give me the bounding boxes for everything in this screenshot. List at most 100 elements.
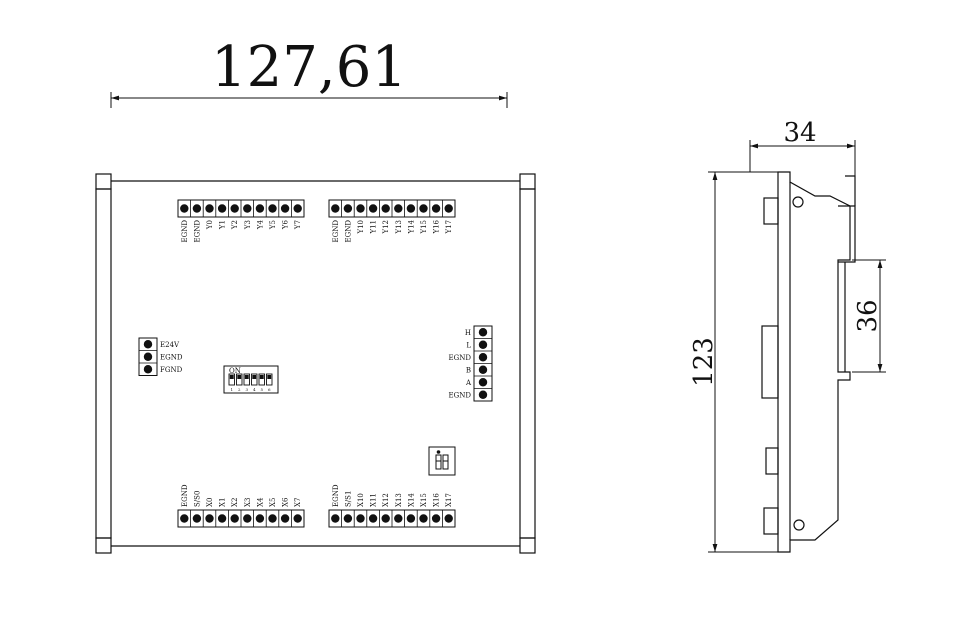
terminal-label: X1 [219, 498, 227, 507]
terminal-label: X0 [206, 498, 214, 507]
dip-switch-on-label: ON [229, 367, 241, 375]
dip-switch-lever [267, 375, 272, 379]
terminal-label: Y7 [294, 220, 302, 230]
terminal-label: EGND [344, 220, 352, 243]
dip-switch-number: 1 [230, 387, 233, 392]
dip-switch-slot [266, 373, 273, 386]
terminal-label: Y12 [382, 220, 390, 235]
terminal-screw [394, 514, 403, 523]
terminal-screw [293, 204, 302, 213]
terminal-screw [431, 514, 441, 523]
terminal-screw [431, 204, 441, 213]
dip-switch-slot [243, 373, 250, 386]
terminal-screw [331, 204, 340, 213]
terminal-label: X16 [433, 493, 441, 507]
terminal-label: S/S1 [344, 491, 352, 507]
side-housing-outline [777, 171, 851, 553]
terminal-screw [381, 514, 390, 523]
side-view [761, 171, 856, 553]
terminal-screw [268, 204, 277, 213]
terminal-screw [478, 353, 488, 362]
dip-switch-lever [244, 375, 249, 379]
terminal-label: Y6 [282, 219, 290, 230]
dip-switch-number: 2 [238, 387, 241, 392]
terminal-label: EGND [449, 391, 472, 399]
terminal-label: Y0 [206, 220, 214, 230]
terminal-screw [243, 204, 252, 213]
corner-tab-bottom-right [519, 537, 536, 554]
terminal-screw [331, 514, 340, 523]
dip-switch-number: 3 [245, 387, 248, 392]
terminal-screw [205, 514, 214, 523]
terminal-label: X4 [256, 497, 264, 507]
terminal-screw [143, 352, 153, 361]
terminal-label: Y16 [433, 219, 441, 234]
terminal-label: B [466, 366, 471, 374]
terminal-screw [419, 514, 428, 523]
terminal-screw [444, 514, 453, 523]
corner-tab-top-right [519, 173, 536, 190]
side-mid-connector [761, 325, 779, 399]
terminal-screw [478, 328, 488, 337]
terminal-label: FGND [160, 366, 183, 374]
selector-switch [428, 446, 456, 476]
dip-switch-slot [236, 373, 243, 386]
terminal-screw [356, 514, 365, 523]
terminal-label: EGND [332, 484, 340, 507]
rail-dimension-label: 36 [853, 299, 883, 332]
terminal-screw [394, 204, 403, 213]
right-side-rail [519, 188, 536, 539]
terminal-label: EGND [181, 484, 189, 507]
front-view [95, 173, 536, 554]
terminal-screw [255, 514, 265, 523]
terminal-label: Y17 [445, 220, 453, 235]
terminal-label: EGND [449, 354, 472, 362]
terminal-screw [268, 514, 277, 523]
terminal-screw [368, 514, 378, 523]
terminal-label: E24V [160, 341, 180, 349]
terminal-screw [356, 204, 365, 213]
terminal-screw [293, 514, 302, 523]
power-terminal-block: E24V EGND FGND [138, 337, 183, 376]
left-side-rail [95, 188, 112, 539]
depth-dimension-label: 34 [783, 118, 816, 148]
terminal-screw [368, 204, 378, 213]
terminal-label: Y10 [357, 220, 365, 235]
din-rail-profile [838, 205, 856, 263]
dip-switch-slot [228, 373, 235, 386]
dip-switch-number: 4 [253, 387, 256, 392]
height-dimension: 123 [689, 171, 780, 553]
terminal-screw [478, 378, 488, 387]
terminal-label: X7 [294, 498, 302, 507]
terminal-label: X6 [282, 497, 290, 507]
terminal-screw [478, 390, 488, 399]
terminal-label: H [465, 329, 471, 337]
dip-switch-lever [252, 375, 257, 379]
terminal-label: EGND [160, 353, 183, 361]
dip-switch-lever [229, 375, 234, 379]
terminal-screw [143, 365, 153, 374]
terminal-screw [143, 340, 153, 349]
terminal-label: EGND [193, 220, 201, 243]
terminal-strip-frame [138, 337, 158, 376]
terminal-screw [406, 204, 416, 213]
terminal-label: Y4 [256, 219, 264, 230]
terminal-screw [180, 514, 189, 523]
terminal-label: Y15 [420, 220, 428, 235]
terminal-label: X13 [395, 493, 403, 507]
terminal-screw [217, 514, 227, 523]
depth-dimension: 34 [749, 118, 856, 176]
terminal-label: X17 [445, 493, 453, 507]
terminal-label: S/S0 [193, 491, 201, 507]
terminal-screw [343, 514, 353, 523]
terminal-label: Y3 [244, 220, 252, 230]
terminal-screw [230, 204, 239, 213]
dip-switch-lever [259, 375, 264, 379]
terminal-label: X3 [244, 498, 252, 507]
height-dimension-label: 123 [689, 337, 719, 387]
